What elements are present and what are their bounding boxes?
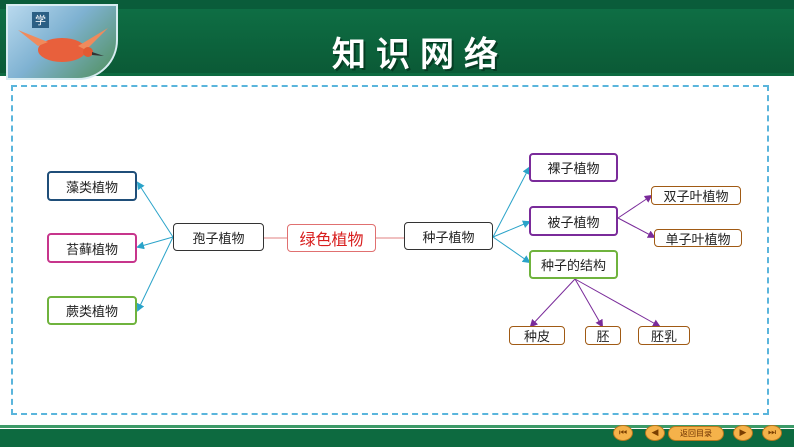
node-monocots: 单子叶植物 xyxy=(654,229,742,248)
node-coat-label: 种皮 xyxy=(523,330,550,345)
next-page-icon[interactable]: ▶ xyxy=(733,425,753,441)
node-seed-plants: 种子植物 xyxy=(404,222,493,250)
node-moss-plants: 苔藓植物 xyxy=(47,233,137,263)
node-fern-label: 蕨类植物 xyxy=(65,305,118,320)
link-structure-endosperm xyxy=(574,278,661,327)
node-dicot-label: 双子叶植物 xyxy=(663,190,729,205)
header-banner: 学 知识网络 xyxy=(0,0,794,80)
bird-illustration xyxy=(18,28,108,62)
node-moss-label: 苔藓植物 xyxy=(65,242,118,258)
first-page-icon[interactable]: ⏮ xyxy=(613,425,633,441)
node-angiosperms: 被子植物 xyxy=(529,206,618,236)
home-button-label: 返回目录 xyxy=(680,429,712,438)
link-structure-coat xyxy=(529,278,576,328)
footer-divider xyxy=(0,425,794,428)
node-endosperm-label: 胚乳 xyxy=(650,330,677,345)
node-seed-structure: 种子的结构 xyxy=(529,250,618,279)
node-spore-plants: 孢子植物 xyxy=(173,223,264,251)
link-spore-fern xyxy=(136,236,174,312)
link-seed-structure xyxy=(492,236,531,264)
node-dicots: 双子叶植物 xyxy=(651,186,741,205)
node-embryo-label: 胚 xyxy=(596,330,610,345)
header-divider xyxy=(0,73,794,76)
node-seed-label: 种子植物 xyxy=(422,230,475,246)
node-embryo: 胚 xyxy=(585,326,621,345)
link-seed-gymno xyxy=(492,166,530,238)
node-spore-label: 孢子植物 xyxy=(192,231,245,247)
node-gymno-label: 裸子植物 xyxy=(547,162,600,177)
node-endosperm: 胚乳 xyxy=(638,326,690,345)
node-algae-label: 藻类植物 xyxy=(65,180,118,196)
node-structure-label: 种子的结构 xyxy=(540,259,606,274)
link-structure-embryo xyxy=(574,278,603,328)
link-spore-moss xyxy=(136,236,174,250)
footer-bar xyxy=(0,429,794,447)
node-fern-plants: 蕨类植物 xyxy=(47,296,137,325)
logo-text: 学 xyxy=(32,12,49,28)
diagram-frame xyxy=(11,85,769,415)
link-spore-algae xyxy=(136,181,174,238)
node-monocot-label: 单子叶植物 xyxy=(665,232,731,248)
node-gymnosperms: 裸子植物 xyxy=(529,153,618,182)
node-seed-coat: 种皮 xyxy=(509,326,565,345)
node-algae-plants: 藻类植物 xyxy=(47,171,137,201)
header-background xyxy=(0,9,794,73)
home-button[interactable]: 返回目录 xyxy=(668,426,724,441)
logo-image: 学 xyxy=(6,4,118,80)
node-green-plants: 绿色植物 xyxy=(287,224,376,252)
node-angio-label: 被子植物 xyxy=(547,215,600,231)
header-top-bar xyxy=(0,0,794,9)
link-angio-dicot xyxy=(617,194,653,219)
node-root-label: 绿色植物 xyxy=(299,230,364,249)
link-seed-angio xyxy=(492,220,531,238)
link-angio-monocot xyxy=(617,217,656,238)
page-title: 知识网络 xyxy=(332,35,508,75)
previous-page-icon[interactable]: ◀ xyxy=(645,425,665,441)
last-page-icon[interactable]: ⏭ xyxy=(762,425,782,441)
